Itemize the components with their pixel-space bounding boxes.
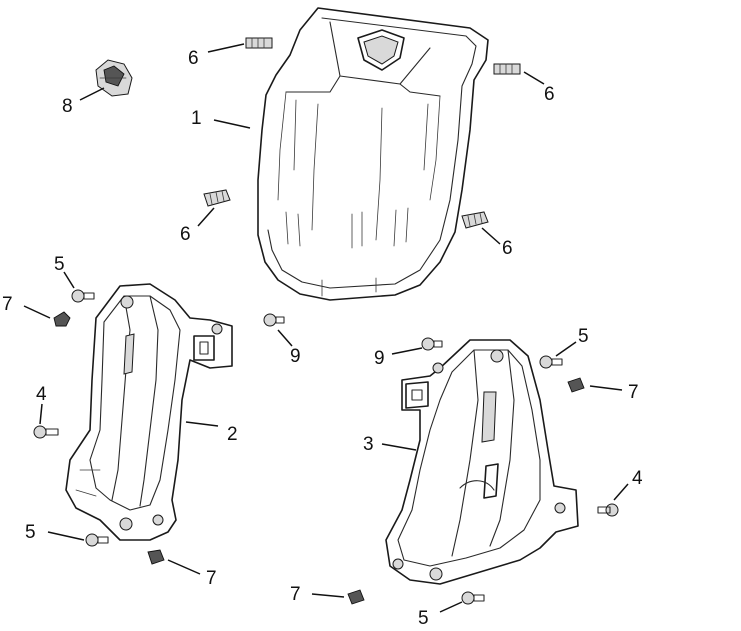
callout-labels: 1 2 3 4 4 5 5 5 5 6 6 6 6 7 7 7 7 8 9 9 (2, 48, 643, 629)
part-7-nut-bottom (347, 589, 365, 605)
part-9-washer-center (263, 313, 285, 327)
callout-7-bottom: 7 (290, 584, 301, 605)
callout-7-right: 7 (628, 382, 639, 403)
part-4-bolt-right (597, 503, 619, 517)
callout-3: 3 (363, 434, 374, 455)
part-3-right-bracket (385, 339, 579, 585)
part-6-clip-left-mid (203, 189, 231, 207)
callout-5-lower-left: 5 (25, 522, 36, 543)
callout-8: 8 (62, 96, 73, 117)
part-7-nut-right (567, 377, 585, 393)
callout-5-upper-right: 5 (578, 326, 589, 347)
part-8-clip (95, 59, 133, 97)
part-5-screw-upper-left (71, 289, 95, 303)
leader-lines (23, 43, 629, 613)
part-2-left-bracket (65, 283, 233, 541)
callout-6-right-mid: 6 (502, 238, 513, 259)
part-6-clip-right-mid (461, 211, 489, 229)
part-5-screw-bottom (461, 591, 485, 605)
part-4-bolt-left (33, 425, 59, 439)
part-7-nut-upper-left (53, 311, 71, 327)
part-7-nut-lower-left (147, 549, 165, 565)
callout-7-upper-left: 7 (2, 294, 13, 315)
part-5-screw-lower-left (85, 533, 109, 547)
callout-5-upper-left: 5 (54, 254, 65, 275)
callout-5-bottom: 5 (418, 608, 429, 629)
part-5-screw-upper-right (539, 355, 563, 369)
callout-1: 1 (191, 108, 202, 129)
callout-6-right: 6 (544, 84, 555, 105)
callout-2: 2 (227, 424, 238, 445)
callout-6-top: 6 (188, 48, 199, 69)
part-6-clip-right (493, 63, 521, 75)
callout-4-right: 4 (632, 468, 643, 489)
callout-6-left-mid: 6 (180, 224, 191, 245)
callout-9-center: 9 (290, 346, 301, 367)
part-9-washer-right (421, 337, 443, 351)
part-1-front-cover (257, 7, 489, 301)
part-6-clip-top (245, 37, 273, 49)
callout-4-left: 4 (36, 384, 47, 405)
callout-9-right: 9 (374, 348, 385, 369)
callout-7-lower-left: 7 (206, 568, 217, 589)
